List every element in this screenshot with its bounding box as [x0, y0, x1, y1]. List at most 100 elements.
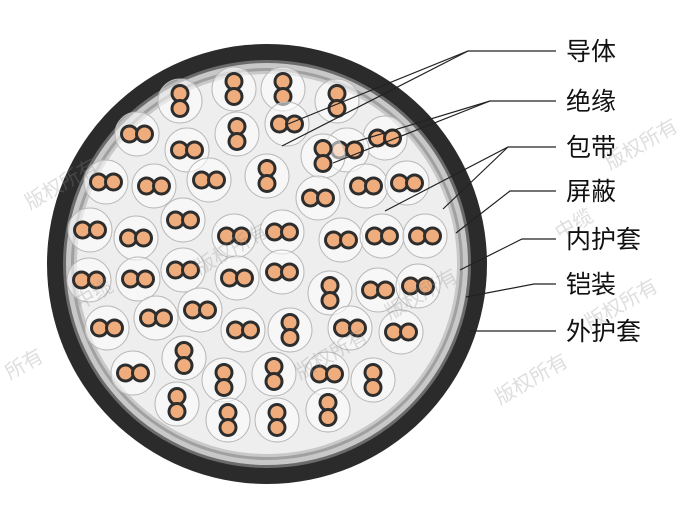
conductor-core — [283, 265, 296, 279]
leader-line-inner-sheath — [459, 238, 556, 271]
conductor-core — [217, 366, 231, 379]
cable-pair — [114, 111, 160, 157]
cable-pair — [384, 160, 430, 206]
cable-pair — [304, 351, 350, 397]
conductor-core — [230, 120, 244, 133]
leader-line-wrapping-tape — [442, 146, 509, 210]
label-wrapping-tape: 包带 — [566, 133, 616, 162]
conductor-core — [283, 331, 297, 344]
conductor-core — [124, 272, 137, 286]
conductor-core — [352, 179, 365, 193]
cable-pair — [359, 213, 405, 259]
cable-pair — [318, 217, 364, 263]
conductor-core — [107, 175, 120, 189]
conductor-core — [195, 173, 208, 187]
conductor-core — [351, 321, 364, 335]
conductor-core — [142, 311, 155, 325]
cable-pair — [402, 213, 448, 259]
conductor-core — [323, 294, 337, 307]
watermark-text: 所有 — [1, 344, 48, 385]
conductor-core — [75, 273, 88, 287]
conductor-core — [227, 75, 241, 88]
cable-pair — [67, 207, 113, 253]
conductor-core — [201, 303, 214, 317]
cable-pair — [300, 133, 346, 179]
conductor-core — [91, 223, 104, 237]
conductor-core — [383, 229, 396, 243]
conductor-core — [230, 135, 244, 148]
conductor-core — [123, 127, 136, 141]
cable-pair — [350, 357, 396, 403]
conductor-core — [173, 87, 187, 100]
cable-pair — [355, 267, 401, 313]
conductor-core — [330, 87, 344, 100]
conductor-core — [304, 191, 317, 205]
conductor-core — [364, 283, 377, 297]
callout-labels: 导体 绝缘 包带 屏蔽 内护套 铠装 外护套 — [566, 37, 641, 346]
conductor-core — [92, 175, 105, 189]
label-insulation: 绝缘 — [566, 87, 616, 116]
conductor-core — [122, 231, 135, 245]
conductor-core — [404, 279, 417, 293]
conductor-core — [426, 229, 439, 243]
cable-pair — [177, 287, 223, 333]
conductor-core — [170, 390, 184, 403]
conductor-core — [273, 117, 286, 131]
cable-pair — [115, 256, 161, 302]
cable-pair — [154, 381, 200, 427]
conductor-core — [408, 176, 421, 190]
conductor-core — [267, 375, 281, 388]
conductor-core — [217, 381, 231, 394]
cable-pair — [214, 255, 260, 301]
conductor-core — [238, 271, 251, 285]
cable-pair — [110, 350, 156, 396]
conductor-core — [321, 396, 335, 409]
cable-pair — [161, 335, 207, 381]
cable-pair — [343, 163, 389, 209]
conductor-core — [188, 143, 201, 157]
conductor-core — [76, 223, 89, 237]
label-conductor: 导体 — [566, 37, 616, 66]
conductor-core — [313, 367, 326, 381]
conductor-core — [210, 173, 223, 187]
cable-pair — [395, 263, 441, 309]
conductor-core — [173, 143, 186, 157]
conductor-core — [270, 421, 284, 434]
label-outer-sheath: 外护套 — [566, 317, 641, 346]
conductor-core — [223, 271, 236, 285]
conductor-core — [221, 406, 235, 419]
conductor-core — [411, 229, 424, 243]
conductor-core — [316, 157, 330, 170]
conductor-core — [235, 229, 248, 243]
watermark-text: 版权所有 — [491, 349, 572, 410]
conductor-core — [220, 229, 233, 243]
conductor-core — [260, 162, 274, 175]
label-inner-sheath: 内护套 — [566, 225, 641, 254]
conductor-core — [268, 225, 281, 239]
cable-pair — [259, 209, 305, 255]
conductor-pairs — [66, 66, 448, 443]
cable-pair — [264, 101, 310, 147]
conductor-core — [283, 225, 296, 239]
cable-pair — [205, 397, 251, 443]
conductor-core — [371, 131, 384, 145]
conductor-core — [227, 90, 241, 103]
conductor-core — [368, 229, 381, 243]
conductor-core — [283, 316, 297, 329]
cable-pair — [84, 305, 130, 351]
label-shield: 屏蔽 — [566, 177, 616, 206]
cable-pair — [244, 153, 290, 199]
cable-pair — [295, 175, 341, 221]
conductor-core — [276, 75, 290, 88]
conductor-core — [173, 102, 187, 115]
conductor-core — [186, 303, 199, 317]
conductor-core — [139, 272, 152, 286]
conductor-core — [268, 265, 281, 279]
conductor-core — [229, 323, 242, 337]
conductor-core — [336, 321, 349, 335]
conductor-core — [184, 213, 197, 227]
conductor-core — [419, 279, 432, 293]
cable-pair — [113, 215, 159, 261]
cable-pair — [211, 213, 257, 259]
